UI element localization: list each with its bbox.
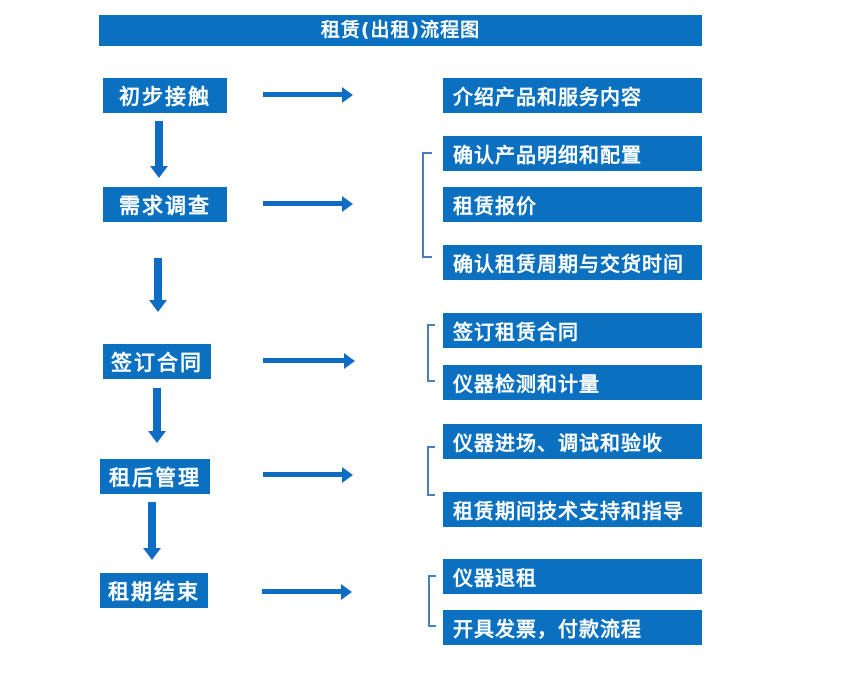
down-arrow-head	[143, 548, 161, 560]
detail-confirm-product-config: 确认产品明细和配置	[443, 136, 702, 171]
detail-instrument-return: 仪器退租	[443, 559, 702, 594]
detail-instrument-testing: 仪器检测和计量	[443, 365, 702, 400]
right-arrow-2	[263, 196, 353, 212]
right-arrow-shaft	[263, 201, 342, 206]
step-post-rental-management: 租后管理	[100, 459, 210, 494]
down-arrow-4	[143, 502, 161, 560]
step-rental-end: 租期结束	[100, 573, 208, 608]
right-arrow-head	[342, 467, 353, 483]
down-arrow-head	[148, 431, 166, 443]
down-arrow-head	[150, 166, 168, 178]
step-sign-contract: 签订合同	[103, 344, 211, 379]
right-arrow-head	[342, 196, 353, 212]
right-arrow-shaft	[263, 92, 342, 97]
down-arrow-1	[150, 121, 168, 178]
detail-instrument-setup-acceptance: 仪器进场、调试和验收	[443, 424, 702, 459]
detail-invoice-payment: 开具发票，付款流程	[443, 610, 702, 645]
right-arrow-3	[263, 353, 355, 369]
group-bracket-rental-end	[428, 575, 436, 627]
group-bracket-sign-contract	[427, 324, 435, 382]
down-arrow-3	[148, 388, 166, 443]
right-arrow-1	[263, 87, 353, 103]
down-arrow-2	[149, 258, 167, 312]
right-arrow-head	[344, 353, 355, 369]
detail-rental-quote: 租赁报价	[443, 187, 702, 222]
detail-sign-rental-contract: 签订租赁合同	[443, 313, 702, 348]
right-arrow-shaft	[263, 472, 342, 477]
step-demand-survey: 需求调查	[103, 187, 227, 222]
detail-confirm-period-delivery: 确认租赁周期与交货时间	[443, 245, 702, 280]
right-arrow-4	[263, 467, 353, 483]
group-bracket-demand-survey	[422, 152, 432, 258]
down-arrow-shaft	[154, 258, 162, 300]
down-arrow-shaft	[155, 121, 163, 166]
down-arrow-head	[149, 300, 167, 312]
detail-intro-products: 介绍产品和服务内容	[443, 78, 702, 113]
down-arrow-shaft	[153, 388, 161, 431]
right-arrow-shaft	[262, 589, 341, 594]
right-arrow-shaft	[263, 358, 344, 363]
down-arrow-shaft	[148, 502, 156, 548]
right-arrow-head	[342, 87, 353, 103]
diagram-title: 租赁(出租)流程图	[99, 15, 702, 46]
group-bracket-post-rental	[427, 446, 435, 496]
right-arrow-head	[341, 584, 352, 600]
step-initial-contact: 初步接触	[103, 78, 227, 113]
detail-rental-tech-support: 租赁期间技术支持和指导	[443, 492, 702, 527]
right-arrow-5	[262, 584, 352, 600]
